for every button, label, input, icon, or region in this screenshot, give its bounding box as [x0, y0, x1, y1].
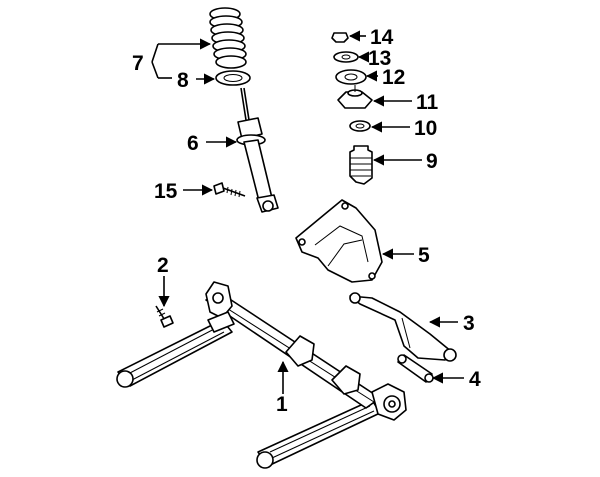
crossmember-bracket: [295, 199, 383, 283]
insulator: [335, 69, 367, 85]
callout-leaders: [151, 30, 464, 394]
shock-bolt: [213, 182, 246, 198]
callout-15: 15: [154, 180, 178, 203]
callout-11: 11: [416, 91, 439, 114]
callout-4: 4: [469, 368, 481, 391]
callout-3: 3: [463, 312, 475, 335]
callout-7: 7: [132, 52, 144, 75]
nut: [331, 32, 349, 43]
callout-6: 6: [187, 132, 199, 155]
dust-boot: [349, 145, 373, 185]
axle-beam-assembly: [116, 281, 407, 469]
callout-1: 1: [276, 393, 288, 416]
coil-spring: [209, 7, 247, 69]
callout-10: 10: [414, 117, 437, 140]
callout-labels: 1 2 3 4 5 6 7 8 9 10 11 12 13 14 15: [132, 26, 481, 416]
callout-9: 9: [426, 150, 438, 173]
lateral-arm: [349, 292, 457, 362]
callout-12: 12: [382, 66, 405, 89]
callout-5: 5: [418, 244, 430, 267]
shock-absorber: [236, 87, 279, 213]
bump-washer: [349, 120, 371, 132]
callout-13: 13: [368, 47, 391, 70]
washer-upper: [333, 51, 359, 63]
callout-14: 14: [370, 26, 394, 49]
callout-2: 2: [157, 254, 169, 277]
spring-seat: [215, 70, 251, 86]
mount-bolt: [155, 305, 174, 328]
callout-8: 8: [177, 69, 189, 92]
mount-bracket: [337, 85, 373, 109]
